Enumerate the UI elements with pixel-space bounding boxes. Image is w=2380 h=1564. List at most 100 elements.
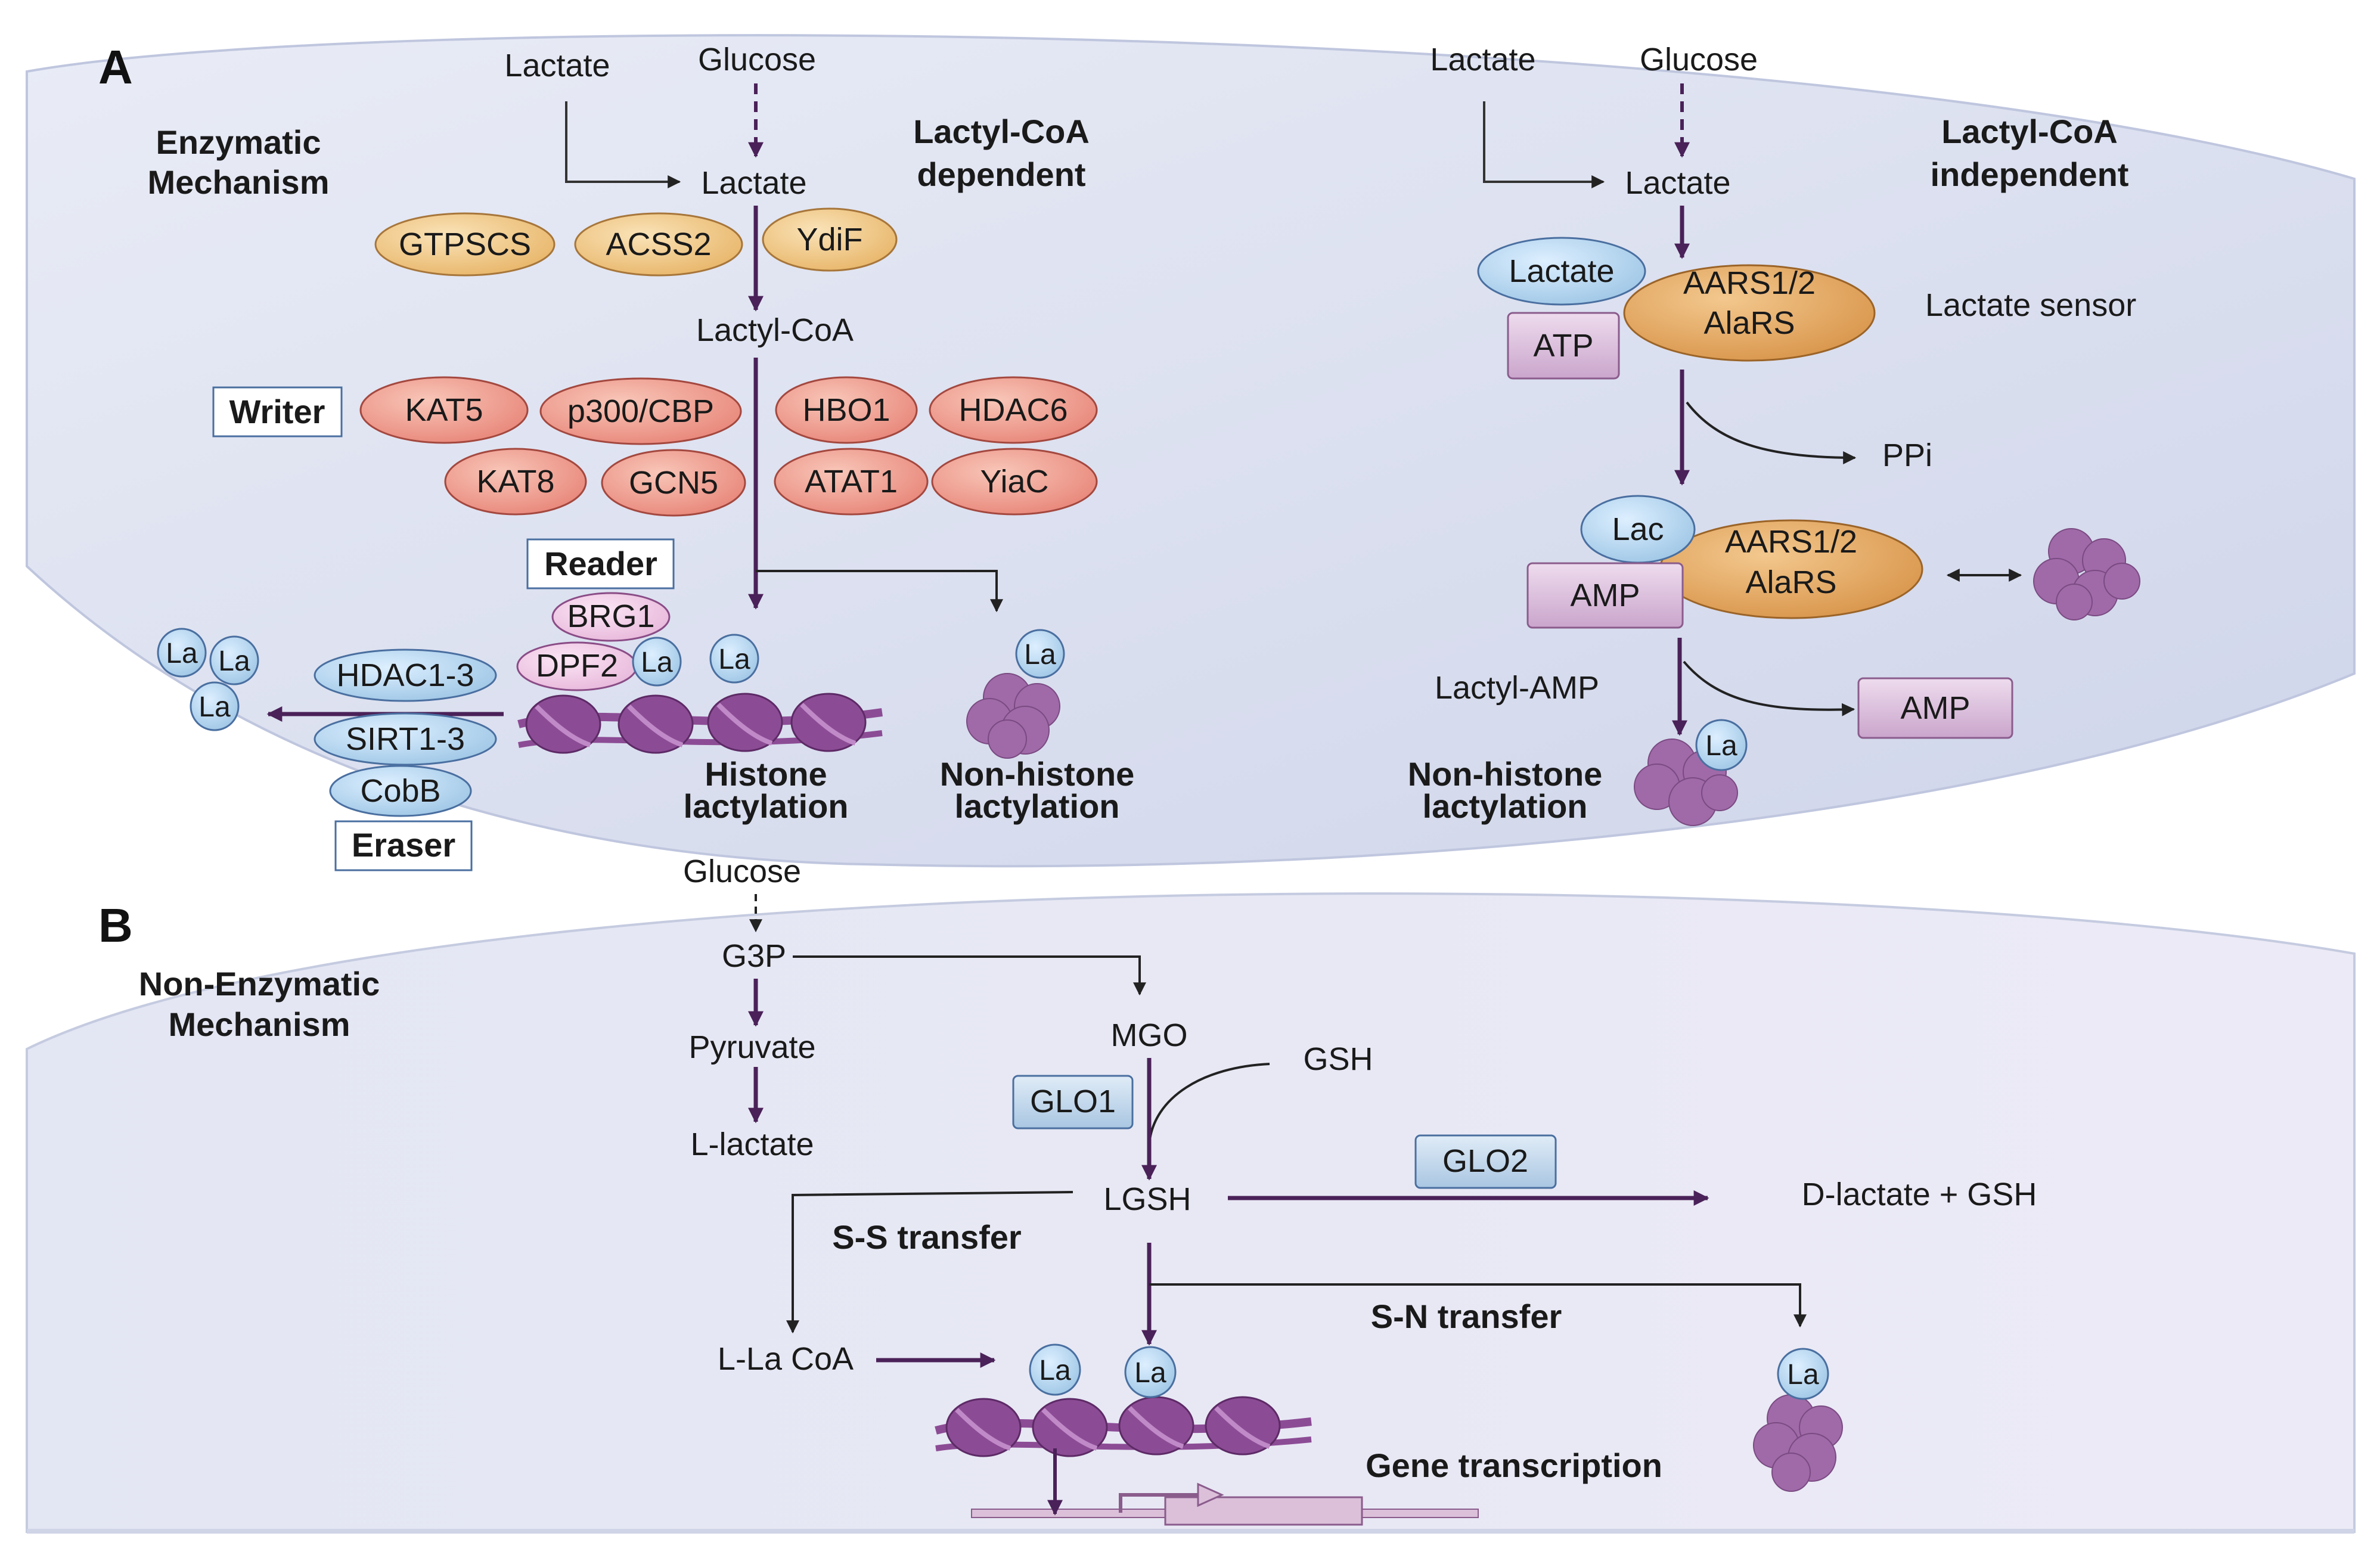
writer-gcn5: GCN5 [601,449,746,517]
ind-title-1: Lactyl-CoA [1941,113,2118,150]
svg-text:AARS1/2: AARS1/2 [1683,265,1816,301]
svg-text:La: La [1705,730,1737,762]
svg-text:ATP: ATP [1533,328,1593,364]
writer-kat5: KAT5 [359,376,529,444]
dep-lactate-input: Lactate [504,48,610,83]
svg-text:HDAC1-3: HDAC1-3 [336,657,474,693]
lactate-sensor-label: Lactate sensor [1925,287,2136,323]
la-histone-b1: La [1029,1343,1081,1396]
dep-lactate-uptake-arrow [565,101,681,188]
svg-text:DPF2: DPF2 [536,648,618,684]
svg-text:Writer: Writer [229,393,325,430]
ind-lactate: Lactate [1625,165,1730,201]
gsh-input-arrow [1148,1063,1270,1145]
g3p: G3P [722,938,786,974]
lac-oval: Lac [1580,495,1696,564]
b-glucose: Glucose [683,854,801,889]
svg-text:SIRT1-3: SIRT1-3 [346,721,465,757]
writer-p300-cbp: p300/CBP [539,377,742,445]
synthetase-ydif: YdiF [762,207,898,272]
l-la-coa: L-La CoA [718,1341,854,1377]
amp-box-bound: AMP [1526,562,1684,629]
synthetase-acss2: ACSS2 [574,212,743,277]
ind-glucose: Glucose [1640,42,1758,77]
enzymatic-label-2: Mechanism [148,163,330,201]
lactyl-coa: Lactyl-CoA [696,312,854,348]
nonenzymatic-label-2: Mechanism [169,1006,350,1043]
ss-transfer-label: S-S transfer [832,1218,1021,1256]
reader-brg1: BRG1 [551,592,671,642]
svg-text:AMP: AMP [1900,690,1970,726]
svg-text:La: La [218,646,250,677]
la-histone-b2: La [1124,1346,1177,1398]
svg-text:La: La [1024,639,1056,671]
writer-hbo1: HBO1 [775,376,918,444]
panel-a-letter: A [98,41,133,94]
ind-nonhistone-1: Non-histone [1408,755,1603,793]
protein-nonhistone-ind [1634,738,1738,826]
svg-text:AMP: AMP [1570,578,1640,613]
protein-sn-target [1753,1394,1843,1492]
eraser-cobb: CobB [329,765,472,817]
svg-text:HDAC6: HDAC6 [958,392,1068,428]
svg-text:La: La [1039,1355,1071,1386]
ppi-release-arrow [1686,401,1857,464]
svg-text:YiaC: YiaC [980,464,1048,499]
dep-title-1: Lactyl-CoA [913,113,1090,150]
lgsh: LGSH [1103,1181,1191,1217]
cell-membrane-b [26,892,2356,1533]
frame-bottom [27,1529,2354,1534]
histone-array-b [935,1396,1312,1457]
eraser-hdac1-3: HDAC1-3 [314,648,497,702]
la-nonhistone-dep: La [1015,629,1065,679]
protein-bound [2033,528,2140,620]
writer-label: Writer [212,386,343,437]
svg-text:GLO1: GLO1 [1030,1084,1116,1119]
pyruvate: Pyruvate [688,1029,815,1065]
dep-nonhistone-1: Non-histone [940,755,1135,793]
svg-text:KAT5: KAT5 [405,392,483,428]
lactylcoa-to-nonhistone-arrow [756,570,1003,613]
la-protein-b: La [1777,1348,1829,1400]
writer-atat1: ATAT1 [774,448,929,516]
svg-text:p300/CBP: p300/CBP [567,393,714,429]
synthetase-gtpscs: GTPSCS [374,212,556,277]
writer-yiac: YiaC [931,448,1098,516]
la-histone-1: La [632,637,682,687]
lactyl-amp-label: Lactyl-AMP [1435,670,1599,706]
dep-lactate: Lactate [701,165,806,201]
dep-nonhistone-2: lactylation [955,787,1120,825]
dep-glucose: Glucose [698,42,816,77]
svg-text:La: La [641,647,673,678]
ind-lactate-input: Lactate [1430,42,1535,77]
sn-transfer-label: S-N transfer [1371,1298,1562,1335]
svg-text:Eraser: Eraser [352,826,455,864]
enzyme-aars-sensor: AARS1/2 AlaRS [1623,264,1876,362]
glo2-box: GLO2 [1414,1134,1557,1189]
svg-text:ATAT1: ATAT1 [805,464,898,499]
gene-transcription-label: Gene transcription [1366,1447,1662,1484]
svg-text:BRG1: BRG1 [567,598,654,634]
reader-dpf2: DPF2 [516,641,638,691]
sn-transfer-arrow [1149,1283,1807,1328]
ss-transfer-arrow [786,1191,1073,1334]
ind-lactate-uptake-arrow [1483,101,1605,188]
la-histone-2: La [709,634,759,684]
svg-text:Lac: Lac [1612,511,1664,547]
amp-box-out: AMP [1857,677,2013,739]
dep-title-2: dependent [917,156,1085,193]
amp-release-arrow [1683,660,1855,716]
svg-text:CobB: CobB [360,773,440,809]
reader-label: Reader [526,538,675,589]
enzymatic-label-1: Enzymatic [156,123,321,161]
ppi-label: PPi [1882,437,1932,473]
svg-text:La: La [166,638,198,669]
writer-kat8: KAT8 [444,448,587,516]
eraser-label: Eraser [334,820,473,871]
la-removed-3: La [190,681,240,731]
gene-dna [971,1482,1479,1526]
svg-text:GCN5: GCN5 [629,465,718,501]
g3p-to-mgo-arrow [793,955,1146,996]
la-removed-2: La [209,635,259,685]
